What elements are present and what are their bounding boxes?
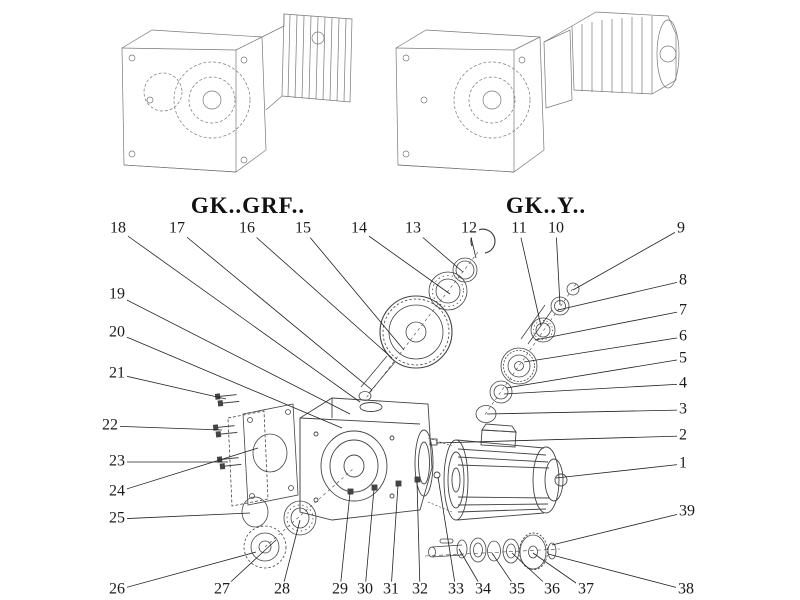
motor-mounting-bolts <box>347 471 441 495</box>
variant-label-grf: GK..GRF.. <box>190 193 306 218</box>
leader-line-17 <box>176 228 373 391</box>
callout-30: 30 <box>355 580 375 599</box>
leader-line-28 <box>281 519 301 591</box>
callout-19: 19 <box>107 285 127 304</box>
leader-line-25 <box>116 512 251 520</box>
leader-line-4 <box>503 383 684 395</box>
callout-26: 26 <box>107 580 127 599</box>
callout-5: 5 <box>677 349 689 368</box>
leader-line-31 <box>390 484 399 591</box>
leader-line-39 <box>551 511 688 546</box>
callout-32: 32 <box>410 580 430 599</box>
flange-and-gasket <box>227 403 299 507</box>
callout-12: 12 <box>459 219 479 238</box>
callout-18: 18 <box>108 219 128 238</box>
leader-line-20 <box>116 332 343 429</box>
callout-34: 34 <box>473 580 493 599</box>
callout-6: 6 <box>677 327 689 346</box>
callout-39: 39 <box>677 502 697 521</box>
callout-37: 37 <box>576 580 596 599</box>
callout-35: 35 <box>507 580 527 599</box>
leader-line-38 <box>547 553 687 591</box>
callout-31: 31 <box>381 580 401 599</box>
gear-housing <box>299 397 438 521</box>
callout-17: 17 <box>167 219 187 238</box>
leader-line-15 <box>302 228 405 351</box>
callout-4: 4 <box>677 374 689 393</box>
callout-38: 38 <box>676 580 696 599</box>
electric-motor <box>427 423 568 521</box>
leader-line-10 <box>555 228 561 306</box>
leader-line-22 <box>109 425 223 431</box>
leader-line-33 <box>437 476 457 591</box>
callout-1: 1 <box>677 454 689 473</box>
leader-line-9 <box>572 228 682 291</box>
leader-line-1 <box>555 463 684 479</box>
leader-line-2 <box>435 435 684 444</box>
leader-line-24 <box>116 447 259 493</box>
callout-24: 24 <box>107 482 127 501</box>
output-cover-parts <box>241 467 355 569</box>
leader-line-18 <box>117 228 361 403</box>
callout-25: 25 <box>107 509 127 528</box>
callout-33: 33 <box>446 580 466 599</box>
callout-3: 3 <box>677 400 689 419</box>
leader-lines <box>109 228 688 591</box>
leader-line-19 <box>116 294 351 415</box>
variant-label-y: GK..Y.. <box>505 193 587 218</box>
callout-22: 22 <box>100 416 120 435</box>
callout-28: 28 <box>272 580 292 599</box>
callout-8: 8 <box>677 271 689 290</box>
leader-line-21 <box>116 373 227 400</box>
input-pinion-assembly <box>475 282 580 423</box>
callout-20: 20 <box>107 323 127 342</box>
leader-line-29 <box>339 492 351 591</box>
leader-line-32 <box>416 480 421 591</box>
leader-line-11 <box>518 228 542 327</box>
callout-36: 36 <box>542 580 562 599</box>
callout-9: 9 <box>675 219 687 238</box>
callout-16: 16 <box>237 219 257 238</box>
leader-line-26 <box>116 551 257 591</box>
leader-line-7 <box>534 310 684 341</box>
leader-line-30 <box>364 488 375 591</box>
breather-plug <box>429 438 438 446</box>
leader-line-3 <box>486 409 684 415</box>
callout-14: 14 <box>349 219 369 238</box>
leader-line-6 <box>523 336 684 363</box>
callout-23: 23 <box>107 452 127 471</box>
callout-21: 21 <box>107 364 127 383</box>
gearbox-illustration-y <box>395 11 680 173</box>
callout-7: 7 <box>677 301 689 320</box>
leader-line-14 <box>358 228 451 295</box>
leader-line-16 <box>246 228 393 359</box>
callout-29: 29 <box>330 580 350 599</box>
callout-11: 11 <box>509 219 529 238</box>
callout-2: 2 <box>677 426 689 445</box>
callout-27: 27 <box>212 580 232 599</box>
callout-13: 13 <box>403 219 423 238</box>
gearbox-illustration-grf <box>121 13 353 173</box>
leader-line-8 <box>557 280 684 311</box>
callout-15: 15 <box>293 219 313 238</box>
leader-line-5 <box>505 358 684 389</box>
output-shaft-assembly <box>424 532 561 571</box>
callout-10: 10 <box>546 219 566 238</box>
